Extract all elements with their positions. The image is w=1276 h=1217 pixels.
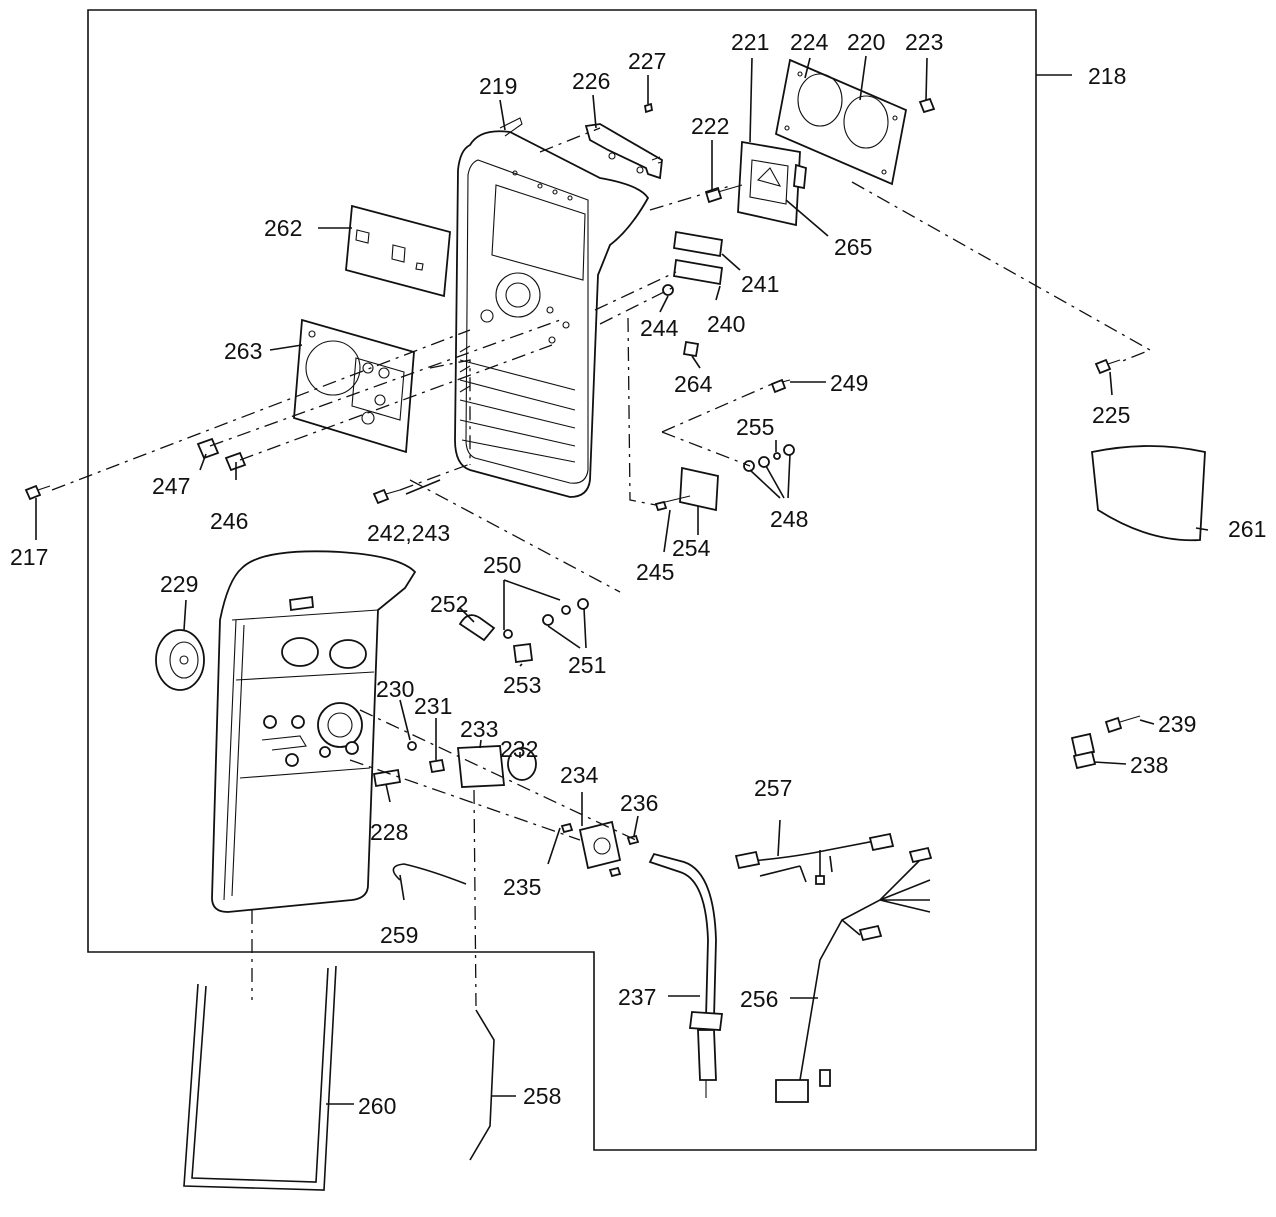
knob-part-229 xyxy=(155,629,205,691)
front-panel-part xyxy=(454,117,650,498)
part-labels: 217 218 219 220 221 222 223 224 225 226 … xyxy=(10,29,1266,1119)
label-221: 221 xyxy=(731,29,769,55)
label-259: 259 xyxy=(380,922,418,948)
fastener-parts xyxy=(458,598,589,664)
label-218: 218 xyxy=(1088,63,1126,89)
label-plate-262 xyxy=(345,204,451,298)
label-238: 238 xyxy=(1130,752,1168,778)
label-226: 226 xyxy=(572,68,610,94)
assembly-dash-lines xyxy=(51,127,1152,1007)
label-244: 244 xyxy=(640,315,679,341)
control-panel-263 xyxy=(293,318,415,454)
switch-parts xyxy=(662,230,723,358)
label-242-243: 242,243 xyxy=(367,520,450,546)
label-229: 229 xyxy=(160,571,198,597)
label-264: 264 xyxy=(674,371,713,397)
label-239: 239 xyxy=(1158,711,1196,737)
label-247: 247 xyxy=(152,473,190,499)
label-236: 236 xyxy=(620,790,658,816)
label-219: 219 xyxy=(479,73,517,99)
label-254: 254 xyxy=(672,535,711,561)
label-251: 251 xyxy=(568,652,606,678)
side-plate-261 xyxy=(1091,445,1206,542)
label-249: 249 xyxy=(830,370,868,396)
label-256: 256 xyxy=(740,986,778,1012)
harness-part-257 xyxy=(734,832,895,885)
connector-parts xyxy=(407,741,640,878)
wire-part-259 xyxy=(392,863,467,885)
label-257: 257 xyxy=(754,775,792,801)
label-233: 233 xyxy=(460,716,498,742)
label-258: 258 xyxy=(523,1083,561,1109)
assembly-frame xyxy=(87,9,1037,1151)
screw-parts xyxy=(24,358,1121,505)
label-228: 228 xyxy=(370,819,408,845)
rod-part-258 xyxy=(469,1009,495,1161)
label-225: 225 xyxy=(1092,402,1130,428)
label-250: 250 xyxy=(483,552,521,578)
label-262: 262 xyxy=(264,215,302,241)
label-217: 217 xyxy=(10,544,48,570)
switch-panel-part xyxy=(704,140,807,227)
cable-part-237 xyxy=(648,852,724,1098)
lower-body-part xyxy=(211,550,417,913)
label-231: 231 xyxy=(414,693,452,719)
mount-parts xyxy=(654,378,795,512)
label-261: 261 xyxy=(1228,516,1266,542)
label-220: 220 xyxy=(847,29,885,55)
label-248: 248 xyxy=(770,506,808,532)
label-265: 265 xyxy=(834,234,872,260)
label-255: 255 xyxy=(736,414,774,440)
label-235: 235 xyxy=(503,874,541,900)
label-263: 263 xyxy=(224,338,262,364)
label-246: 246 xyxy=(210,508,248,534)
label-232: 232 xyxy=(500,736,538,762)
bracket-part xyxy=(584,102,663,180)
terminal-part-228 xyxy=(372,768,402,788)
clamp-parts xyxy=(1070,715,1141,770)
label-234: 234 xyxy=(560,762,599,788)
label-227: 227 xyxy=(628,48,666,74)
leader-lines xyxy=(35,55,1209,1105)
label-237: 237 xyxy=(618,984,656,1010)
gasket-part-260 xyxy=(183,965,337,1191)
label-240: 240 xyxy=(707,311,745,337)
label-223: 223 xyxy=(905,29,943,55)
cover-plate-part xyxy=(774,58,936,186)
label-222: 222 xyxy=(691,113,729,139)
label-241: 241 xyxy=(741,271,779,297)
label-260: 260 xyxy=(358,1093,396,1119)
label-230: 230 xyxy=(376,676,414,702)
label-253: 253 xyxy=(503,672,541,698)
harness-part-256 xyxy=(775,846,933,1103)
label-224: 224 xyxy=(790,29,829,55)
label-252: 252 xyxy=(430,591,468,617)
label-245: 245 xyxy=(636,559,674,585)
